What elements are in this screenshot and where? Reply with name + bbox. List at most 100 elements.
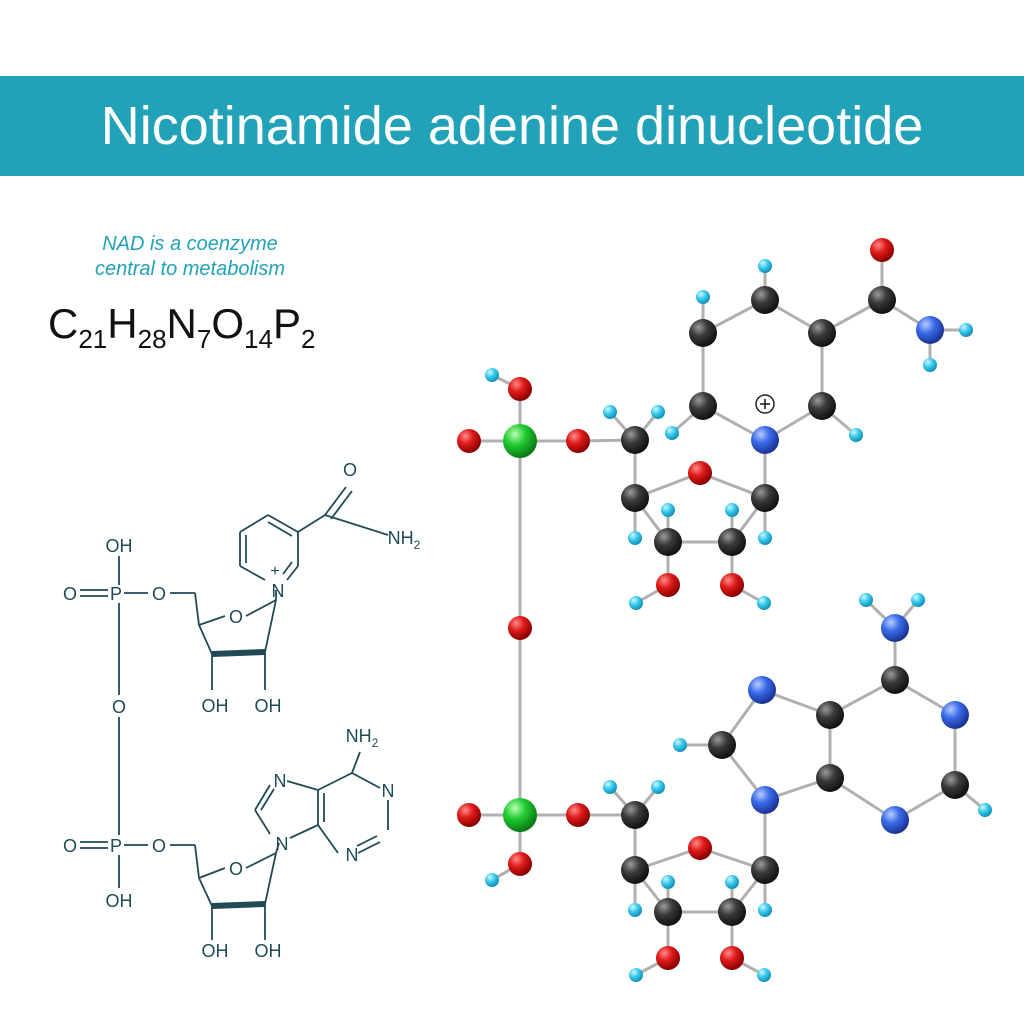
- carbon-atom-61: [816, 701, 844, 729]
- hydrogen-atom-25: [725, 503, 739, 517]
- label-oh-top-phosphate: OH: [106, 536, 133, 556]
- label-nh2-amide: NH2: [388, 528, 421, 552]
- carbon-atom-47: [621, 856, 649, 884]
- hydrogen-atom-51: [661, 875, 675, 889]
- hydrogen-atom-41: [485, 873, 499, 887]
- hydrogen-atom-21: [603, 405, 617, 419]
- carbon-atom-18: [654, 528, 682, 556]
- oxygen-atom-40: [508, 852, 532, 876]
- oxygen-atom-7: [870, 238, 894, 262]
- hydrogen-atom-69: [978, 803, 992, 817]
- hydrogen-atom-56: [629, 968, 643, 982]
- phosphorus-atom-37: [503, 798, 537, 832]
- oxygen-atom-34: [508, 377, 532, 401]
- hydrogen-atom-23: [628, 531, 642, 545]
- hydrogen-atom-53: [758, 903, 772, 917]
- carbon-atom-48: [654, 898, 682, 926]
- title-banner: Nicotinamide adenine dinucleotide: [0, 76, 1024, 176]
- hydrogen-atom-50: [628, 903, 642, 917]
- hydrogen-atom-70: [859, 593, 873, 607]
- label-o-ester-bottom: O: [152, 836, 166, 856]
- hydrogen-atom-12: [849, 428, 863, 442]
- label-n1-adenine: N: [382, 781, 395, 801]
- nitrogen-atom-60: [748, 676, 776, 704]
- carbon-atom-64: [941, 771, 969, 799]
- formula-element-p: P: [272, 300, 301, 347]
- hydrogen-atom-52: [725, 875, 739, 889]
- carbon-atom-5: [689, 319, 717, 347]
- model-bonds: [467, 248, 987, 977]
- hydrogen-atom-11: [665, 426, 679, 440]
- formula-element-n: N: [166, 300, 197, 347]
- phosphorus-atom-31: [503, 424, 537, 458]
- label-n7-adenine: N: [274, 771, 287, 791]
- hydrogen-atom-14: [923, 358, 937, 372]
- label-n9-adenine: N: [276, 834, 289, 854]
- subtitle: NAD is a coenzyme central to metabolism: [60, 232, 320, 282]
- nitrogen-atom-63: [881, 806, 909, 834]
- oxygen-atom-32: [457, 429, 481, 453]
- carbon-atom-17: [621, 484, 649, 512]
- label-oh-ribose-top-left: OH: [202, 696, 229, 716]
- hydrogen-atom-24: [661, 503, 675, 517]
- label-oh-ribose-top-right: OH: [255, 696, 282, 716]
- oxygen-atom-39: [566, 803, 590, 827]
- model-atoms: [457, 238, 992, 982]
- formula-element-c: C: [48, 300, 79, 347]
- chemical-formula: C21H28N7O14P2: [48, 300, 315, 352]
- label-n3-adenine: N: [346, 845, 359, 865]
- carbon-atom-4: [689, 392, 717, 420]
- nitrogen-atom-65: [941, 701, 969, 729]
- oxygen-atom-54: [656, 946, 680, 970]
- hydrogen-atom-44: [651, 780, 665, 794]
- label-o-ring-top: O: [229, 607, 243, 627]
- carbon-atom-15: [751, 484, 779, 512]
- hydrogen-atom-26: [758, 531, 772, 545]
- nitrogen-atom-67: [881, 614, 909, 642]
- label-nh2-adenine: NH2: [346, 726, 379, 750]
- hydrogen-atom-68: [673, 738, 687, 752]
- label-o-double-bottom: O: [63, 836, 77, 856]
- subtitle-line-1: NAD is a coenzyme: [102, 233, 278, 255]
- oxygen-atom-28: [720, 573, 744, 597]
- formula-element-o: O: [211, 300, 245, 347]
- hydrogen-atom-71: [911, 593, 925, 607]
- label-p-top: P: [110, 584, 122, 604]
- formula-count-n: 7: [196, 324, 212, 354]
- carbon-atom-49: [718, 898, 746, 926]
- label-oh-ribose-bottom-left: OH: [202, 941, 229, 961]
- oxygen-atom-33: [566, 429, 590, 453]
- carbon-atom-6: [868, 286, 896, 314]
- label-p-bottom: P: [110, 836, 122, 856]
- nitrogen-atom-8: [916, 316, 944, 344]
- formula-count-p: 2: [300, 324, 316, 354]
- carbon-atom-0: [751, 286, 779, 314]
- positive-charge-marker: [755, 394, 775, 414]
- hydrogen-atom-10: [696, 290, 710, 304]
- label-n-pyridinium: N: [272, 581, 285, 601]
- hydrogen-atom-13: [959, 323, 973, 337]
- label-plus-charge: +: [270, 563, 279, 580]
- carbon-atom-62: [816, 764, 844, 792]
- nitrogen-atom-3: [751, 426, 779, 454]
- carbon-atom-1: [808, 319, 836, 347]
- formula-count-o: 14: [244, 324, 273, 354]
- oxygen-atom-55: [720, 946, 744, 970]
- carbon-atom-19: [718, 528, 746, 556]
- label-oh-bottom-phosphate: OH: [106, 891, 133, 911]
- carbon-atom-59: [708, 731, 736, 759]
- page-title: Nicotinamide adenine dinucleotide: [100, 96, 924, 156]
- oxygen-atom-38: [457, 803, 481, 827]
- carbon-atom-42: [621, 801, 649, 829]
- oxygen-atom-16: [688, 461, 712, 485]
- formula-count-c: 21: [78, 324, 108, 354]
- skeletal-bonds: [80, 486, 389, 940]
- hydrogen-atom-43: [603, 780, 617, 794]
- label-oh-ribose-bottom-right: OH: [255, 941, 282, 961]
- label-o-ring-bottom: O: [229, 859, 243, 879]
- hydrogen-atom-29: [629, 596, 643, 610]
- oxygen-atom-27: [656, 573, 680, 597]
- hydrogen-atom-30: [757, 596, 771, 610]
